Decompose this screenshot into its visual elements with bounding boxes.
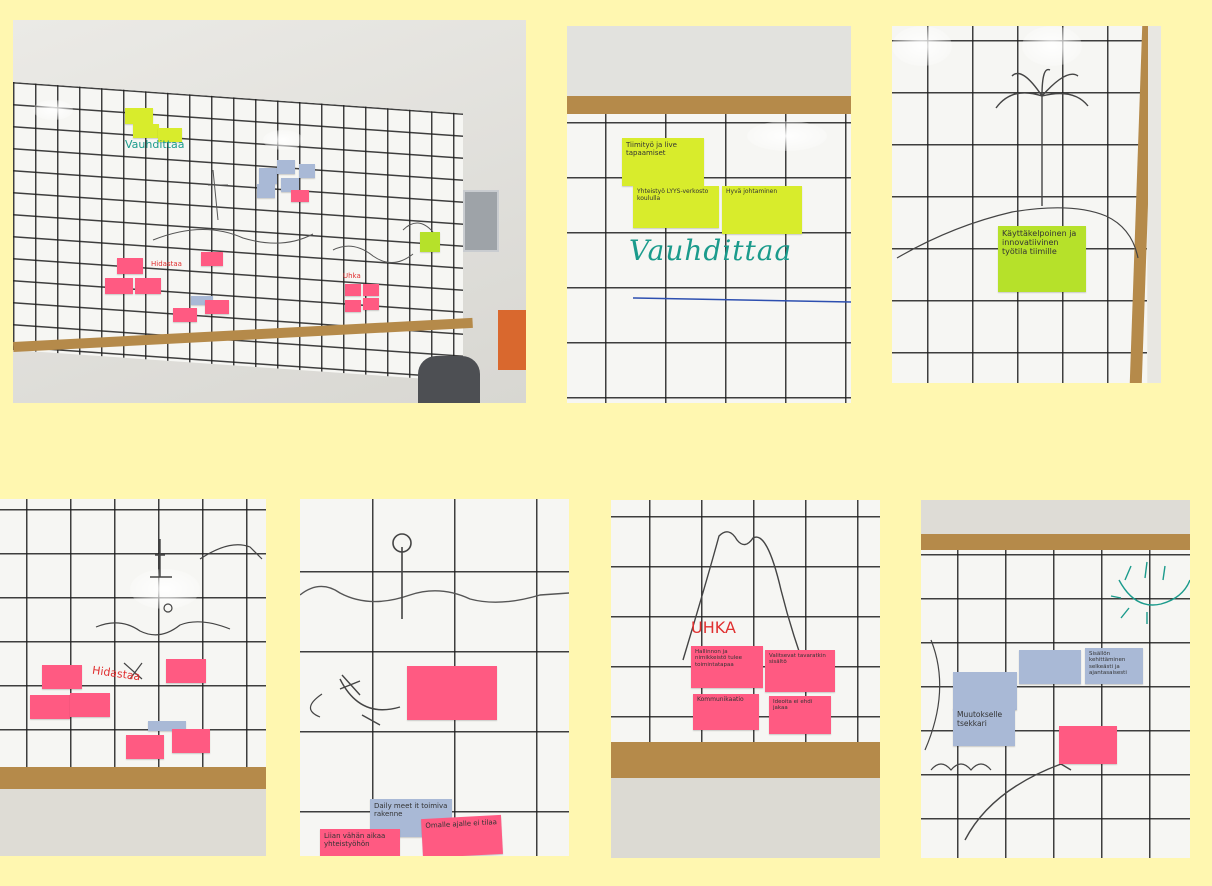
- photo-vauhdittaa: Tiimityö ja live tapaamiset Yhteistyö LY…: [567, 26, 851, 403]
- whiteboard-frame: [921, 534, 1190, 550]
- whiteboard: [0, 499, 266, 769]
- sticky-note: [70, 693, 110, 717]
- whiteboard-tray: [0, 767, 266, 789]
- sticky-note: [420, 232, 440, 252]
- palm-tree-drawing: [896, 68, 1139, 259]
- sticky-note: [30, 695, 70, 719]
- heading-vauhdittaa: Vauhdittaa: [629, 234, 793, 267]
- note-text: Valitsevat tavaratkin sisältö: [769, 653, 826, 666]
- photo-uhka: UHKA Hallinnon ja nimikkeistö tulee toim…: [611, 500, 880, 858]
- sticky-note: [281, 178, 299, 192]
- sticky-note: [172, 729, 210, 753]
- sticky-note: [345, 300, 361, 312]
- door-panel: [463, 190, 499, 252]
- whiteboard: [567, 114, 851, 403]
- sticky-note: Kommunikaatio: [693, 694, 759, 730]
- sticky-note: [205, 300, 229, 314]
- wall: [0, 789, 266, 856]
- sticky-note: [277, 160, 295, 174]
- board-drawings: [924, 561, 1190, 841]
- sticky-note: [299, 164, 315, 178]
- sticky-note: [259, 168, 277, 184]
- sticky-note: [117, 258, 143, 274]
- sticky-note: [158, 128, 182, 142]
- sticky-note: Valitsevat tavaratkin sisältö: [765, 650, 835, 692]
- note-text: Yhteistyö LYYS-verkosto koululla: [637, 188, 709, 202]
- light-glare: [1022, 26, 1082, 66]
- photo-sun: Sisällön kehittäminen selkeästi ja ajant…: [921, 500, 1190, 858]
- board-drawings: [95, 539, 263, 680]
- whiteboard-tray: [611, 742, 880, 778]
- label-uhka: UHKA: [691, 618, 736, 637]
- photo-hidastaa: Hidastaa: [0, 499, 266, 856]
- label-hidastaa: Hidastaa: [151, 260, 182, 268]
- heading-vauhdittaa: Vauhdittaa: [125, 138, 185, 151]
- sticky-note: [125, 108, 153, 124]
- sticky-note: [345, 284, 361, 296]
- sticky-note: Omalle ajalle ei tilaa: [421, 814, 503, 856]
- light-glare: [747, 121, 827, 151]
- note-text: Hallinnon ja nimikkeistö tulee toimintat…: [695, 649, 743, 668]
- sticky-note: [363, 298, 379, 310]
- sticky-note: Sisällön kehittäminen selkeästi ja ajant…: [1085, 648, 1143, 684]
- note-text: Sisällön kehittäminen selkeästi ja ajant…: [1089, 651, 1127, 676]
- sticky-note: [148, 721, 186, 731]
- sticky-note: Yhteistyö LYYS-verkosto koululla: [633, 186, 719, 228]
- chair: [418, 356, 480, 403]
- mountain-drawing: [682, 531, 806, 669]
- sticky-note: Muutokselle tsekkari: [953, 708, 1015, 746]
- board-drawings: [152, 169, 434, 263]
- sticky-note: [173, 308, 197, 322]
- wall: [921, 500, 1190, 536]
- wall: [1148, 26, 1161, 383]
- note-text: Liian vähän aikaa yhteistyöhön: [324, 832, 386, 849]
- sticky-note: [291, 190, 309, 202]
- note-text: Kommunikaatio: [697, 696, 744, 703]
- sticky-note: [1059, 726, 1117, 764]
- note-text: Daily meet it toimiva rakenne: [374, 802, 448, 819]
- wall: [611, 778, 880, 858]
- light-glare: [130, 569, 200, 609]
- sticky-note: [166, 659, 206, 683]
- note-text: Muutokselle tsekkari: [957, 710, 1003, 728]
- sticky-note: [201, 252, 223, 266]
- sticky-note: Käyttäkelpoinen ja innovatiivinen työtil…: [998, 226, 1086, 292]
- wall: [567, 26, 851, 98]
- photo-island: Käyttäkelpoinen ja innovatiivinen työtil…: [892, 26, 1161, 383]
- note-text: Omalle ajalle ei tilaa: [425, 818, 498, 830]
- sticky-note: [1019, 650, 1081, 684]
- label-uhka: Uhka: [343, 272, 361, 280]
- sticky-note: [135, 278, 161, 294]
- sticky-note: [126, 735, 164, 759]
- sticky-note: [105, 278, 133, 294]
- light-glare: [263, 130, 303, 150]
- board-drawings: [300, 533, 569, 726]
- orange-folder: [498, 310, 526, 370]
- sticky-note: [407, 666, 497, 720]
- sticky-note: Hyvä johtaminen: [722, 186, 802, 234]
- note-text: Tiimityö ja live tapaamiset: [626, 141, 677, 158]
- whiteboard: [892, 26, 1147, 383]
- sticky-note: [133, 124, 159, 138]
- sticky-note: [953, 672, 1017, 710]
- whiteboard-frame: [567, 96, 851, 114]
- photo-overview: Vauhdittaa Hidastaa Uhka: [13, 20, 526, 403]
- sticky-note: [257, 184, 275, 198]
- note-text: Ideoita ei ehdi jakaa: [773, 699, 813, 712]
- photo-mountain: Daily meet it toimiva rakenne Liian vähä…: [300, 499, 569, 856]
- light-glare: [892, 26, 952, 66]
- note-text: Hyvä johtaminen: [726, 188, 778, 195]
- board-drawings: [632, 297, 851, 303]
- note-text: Käyttäkelpoinen ja innovatiivinen työtil…: [1002, 229, 1077, 257]
- sticky-note: Liian vähän aikaa yhteistyöhön: [320, 829, 400, 856]
- sticky-note: [363, 284, 379, 296]
- sticky-note: [191, 296, 213, 305]
- sticky-note: Hallinnon ja nimikkeistö tulee toimintat…: [691, 646, 763, 688]
- light-glare: [33, 100, 73, 120]
- sticky-note: Tiimityö ja live tapaamiset: [622, 138, 704, 186]
- sticky-note: Ideoita ei ehdi jakaa: [769, 696, 831, 734]
- sticky-note: [42, 665, 82, 689]
